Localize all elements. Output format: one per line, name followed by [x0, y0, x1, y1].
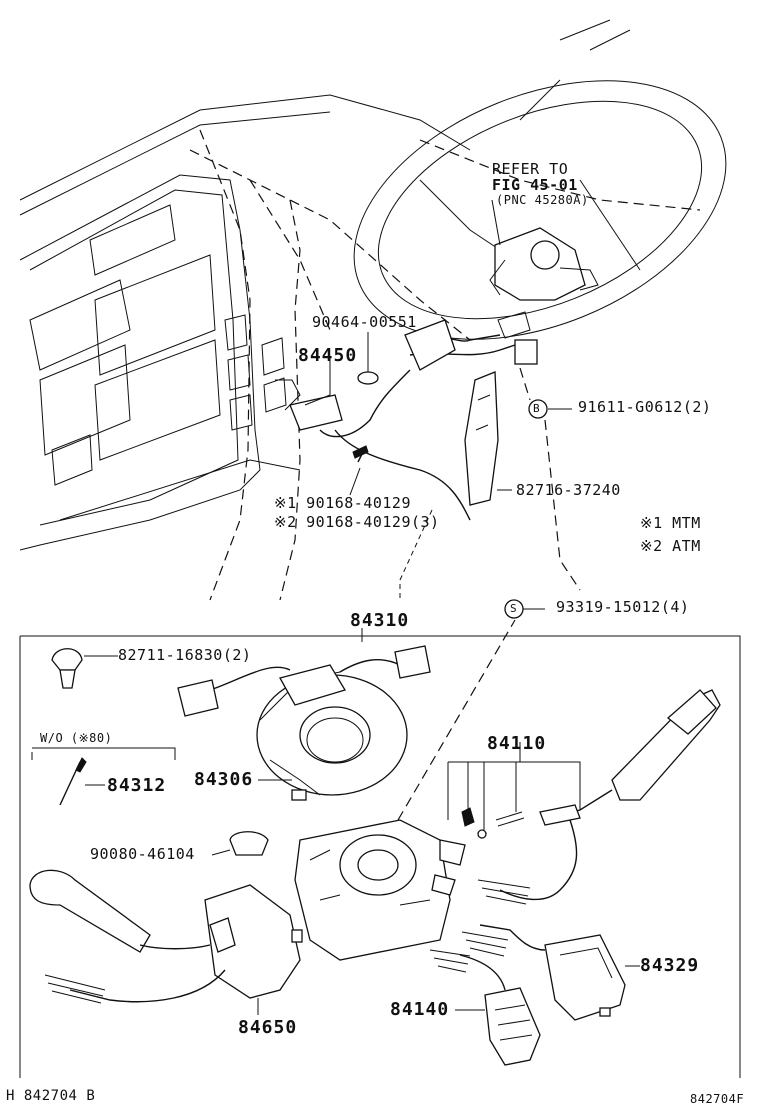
part-84329[interactable]: 84329	[640, 955, 700, 976]
marker-s: S	[510, 602, 518, 615]
part-84312[interactable]: 84312	[107, 775, 167, 796]
part-84310[interactable]: 84310	[350, 610, 410, 631]
part-93319[interactable]: 93319-15012(4)	[556, 598, 690, 616]
switch-84140	[429, 949, 541, 1066]
part-84110[interactable]: 84110	[487, 733, 547, 754]
part-90168-mtm[interactable]: ※1 90168-40129	[274, 494, 411, 512]
lower-box-frame	[20, 635, 741, 1078]
footer-right-code: 842704F	[690, 1092, 745, 1106]
wo-note: W/O (※80)	[40, 731, 113, 745]
bracket-82716	[464, 371, 499, 506]
spiral-cable-84306	[177, 645, 431, 801]
part-82711[interactable]: 82711-16830(2)	[118, 646, 252, 664]
steering-column-upper	[489, 227, 599, 365]
module-84329	[461, 924, 640, 1021]
part-82716[interactable]: 82716-37240	[516, 481, 621, 499]
part-84306[interactable]: 84306	[194, 769, 254, 790]
part-90080[interactable]: 90080-46104	[90, 845, 195, 863]
footer-left-code: H 842704 B	[6, 1088, 96, 1104]
marker-b: B	[533, 402, 541, 415]
leader-lines-upper	[304, 199, 581, 600]
note-mtm: ※1 MTM	[640, 514, 701, 532]
part-84650[interactable]: 84650	[238, 1017, 298, 1038]
part-84140[interactable]: 84140	[390, 999, 450, 1020]
screw-90168	[352, 445, 369, 463]
part-90464[interactable]: 90464-00551	[312, 313, 417, 331]
part-91611[interactable]: 91611-G0612(2)	[578, 398, 712, 416]
switch-84650	[29, 869, 303, 1015]
refer-line3: (PNC 45280A)	[496, 193, 589, 207]
clip-82711	[51, 648, 118, 689]
wiring-harness-upper	[275, 319, 516, 521]
steering-wheel	[353, 79, 727, 340]
part-90168-atm[interactable]: ※2 90168-40129(3)	[274, 513, 440, 531]
refer-line1: REFER TO	[492, 160, 569, 178]
clamp-90080	[211, 831, 269, 856]
marker-b-circle	[528, 399, 548, 419]
refer-line2: FIG 45-01	[492, 176, 578, 194]
lever-84110	[447, 689, 721, 905]
switch-body	[294, 619, 516, 961]
note-atm: ※2 ATM	[640, 537, 701, 555]
part-84450[interactable]: 84450	[298, 345, 358, 366]
wo-group	[31, 747, 176, 806]
